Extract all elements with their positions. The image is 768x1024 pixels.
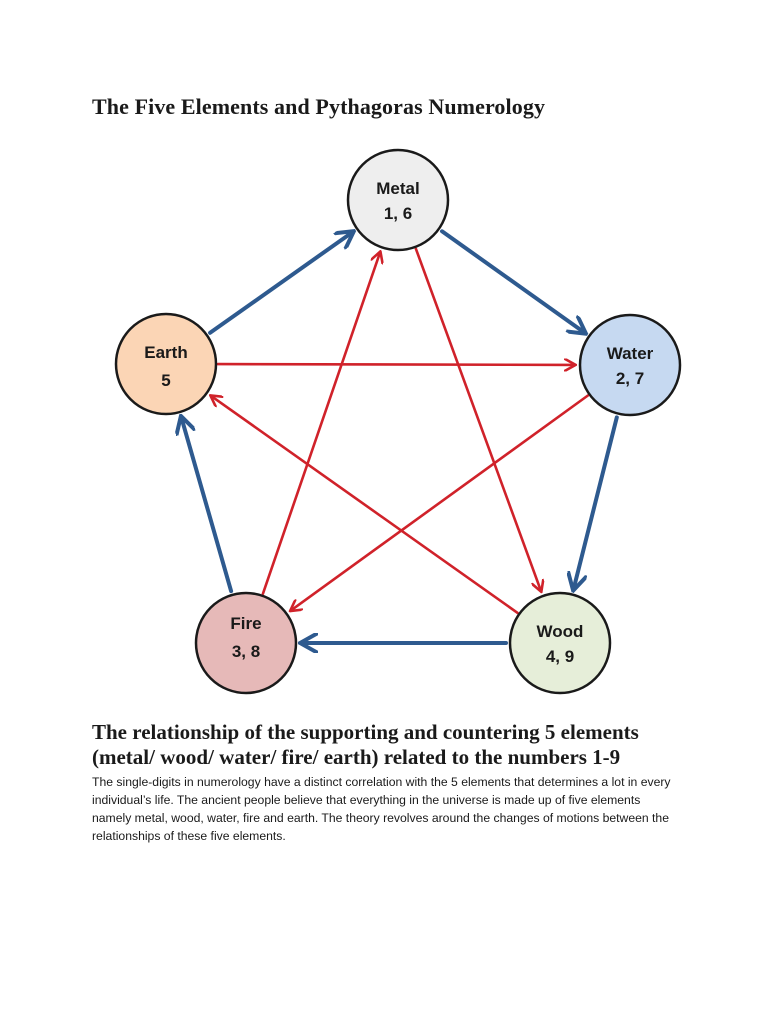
arrow-water-to-fire	[291, 394, 590, 611]
node-metal-numbers: 1, 6	[384, 204, 412, 223]
node-fire-name: Fire	[230, 614, 261, 633]
node-metal-circle	[346, 148, 450, 252]
node-water: Water 2, 7	[578, 313, 682, 417]
arrow-fire-to-earth	[181, 417, 234, 594]
node-wood-name: Wood	[537, 622, 584, 641]
arrow-fire-to-metal	[261, 252, 380, 596]
node-fire-numbers: 3, 8	[232, 642, 260, 661]
section-heading: The relationship of the supporting and c…	[92, 720, 692, 770]
arrow-earth-to-water	[216, 364, 575, 365]
five-elements-diagram: Metal 1, 6 Water 2, 7 Wood 4, 9 Fire 3, …	[114, 148, 682, 695]
arrow-metal-to-wood	[414, 247, 541, 592]
node-earth-name: Earth	[144, 343, 187, 362]
node-metal-name: Metal	[376, 179, 419, 198]
node-metal: Metal 1, 6	[346, 148, 450, 252]
node-water-name: Water	[607, 344, 654, 363]
node-wood: Wood 4, 9	[508, 591, 612, 695]
node-earth: Earth 5	[114, 312, 218, 416]
arrow-wood-to-earth	[211, 396, 519, 615]
node-earth-numbers: 5	[161, 371, 170, 390]
page-title: The Five Elements and Pythagoras Numerol…	[92, 94, 546, 119]
section-heading-line-1: The relationship of the supporting and c…	[92, 720, 639, 744]
node-wood-numbers: 4, 9	[546, 647, 574, 666]
supporting-arrows	[181, 229, 619, 643]
node-fire-circle	[194, 591, 298, 695]
node-water-numbers: 2, 7	[616, 369, 644, 388]
arrow-earth-to-metal	[208, 232, 353, 335]
body-paragraph: The single-digits in numerology have a d…	[92, 775, 671, 843]
arrow-water-to-wood	[573, 415, 619, 589]
section-heading-line-2: (metal/ wood/ water/ fire/ earth) relate…	[92, 745, 621, 769]
node-earth-circle	[114, 312, 218, 416]
countering-arrows	[211, 247, 590, 615]
node-wood-circle	[508, 591, 612, 695]
node-fire: Fire 3, 8	[194, 591, 298, 695]
node-water-circle	[578, 313, 682, 417]
arrow-metal-to-water	[440, 229, 585, 333]
